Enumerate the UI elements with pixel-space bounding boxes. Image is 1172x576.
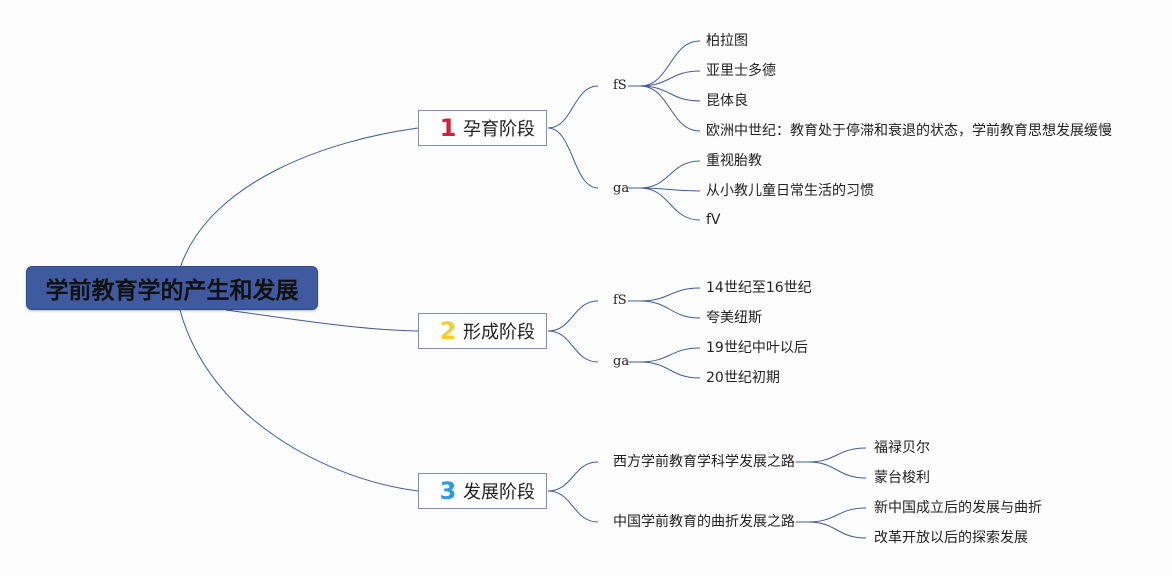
- leaf-link: [639, 361, 701, 379]
- group-label[interactable]: ga: [613, 181, 630, 196]
- leaf-link: [639, 187, 701, 221]
- stage-label-2: 形成阶段: [463, 322, 535, 343]
- stage-node-1[interactable]: 1 孕育阶段: [418, 110, 547, 146]
- stage-link: [547, 85, 599, 129]
- leaf-item[interactable]: 20世纪初期: [706, 370, 780, 386]
- leaf-link: [639, 40, 701, 87]
- group-label[interactable]: 西方学前教育学科学发展之路: [613, 454, 795, 470]
- root-node[interactable]: 学前教育学的产生和发展: [26, 266, 318, 310]
- leaf-item[interactable]: 昆体良: [706, 93, 748, 109]
- leaf-item[interactable]: 14世纪至16世纪: [706, 280, 812, 296]
- leaf-link: [639, 160, 701, 189]
- root-link-3: [179, 309, 419, 492]
- stage-link: [547, 490, 599, 523]
- leaf-item[interactable]: 福禄贝尔: [874, 440, 930, 456]
- group-label[interactable]: ga: [613, 354, 630, 369]
- leaf-link: [639, 287, 701, 302]
- group-label[interactable]: fS: [613, 78, 627, 93]
- leaf-item[interactable]: 重视胎教: [706, 153, 762, 169]
- leaf-item[interactable]: 从小教儿童日常生活的习惯: [706, 183, 874, 199]
- stage-link: [547, 461, 599, 492]
- root-link-2: [225, 309, 419, 332]
- leaf-item[interactable]: 欧洲中世纪：教育处于停滞和衰退的状态，学前教育思想发展缓慢: [706, 123, 1112, 139]
- group-label[interactable]: fS: [613, 293, 627, 308]
- leaf-item[interactable]: fV: [706, 212, 721, 228]
- group-label[interactable]: 中国学前教育的曲折发展之路: [613, 514, 795, 530]
- leaf-item[interactable]: 蒙台梭利: [874, 470, 930, 486]
- leaf-link: [807, 461, 867, 479]
- stage-node-2[interactable]: 2 形成阶段: [418, 313, 547, 349]
- leaf-link: [639, 187, 701, 192]
- root-link-1: [179, 127, 419, 269]
- stage-link: [547, 300, 599, 332]
- leaf-item[interactable]: 夸美纽斯: [706, 310, 762, 326]
- leaf-item[interactable]: 新中国成立后的发展与曲折: [874, 500, 1042, 516]
- leaf-link: [639, 300, 701, 319]
- leaf-link: [639, 70, 701, 87]
- leaf-link: [807, 447, 867, 463]
- leaf-link: [807, 507, 867, 523]
- stage-node-3[interactable]: 3 发展阶段: [418, 473, 547, 509]
- leaf-item[interactable]: 改革开放以后的探索发展: [874, 530, 1028, 546]
- leaf-link: [639, 85, 701, 132]
- stage-number-2: 2: [439, 317, 457, 345]
- leaf-item[interactable]: 19世纪中叶以后: [706, 340, 808, 356]
- leaf-item[interactable]: 亚里士多德: [706, 63, 776, 79]
- stage-number-3: 3: [439, 477, 457, 505]
- leaf-link: [807, 521, 867, 539]
- stage-link: [547, 127, 599, 189]
- leaf-item[interactable]: 柏拉图: [706, 33, 748, 49]
- root-title: 学前教育学的产生和发展: [45, 278, 299, 304]
- leaf-link: [639, 85, 701, 102]
- leaf-link: [639, 347, 701, 363]
- stage-label-1: 孕育阶段: [463, 119, 535, 140]
- stage-number-1: 1: [439, 114, 457, 142]
- stage-label-3: 发展阶段: [463, 482, 535, 503]
- stage-link: [547, 330, 599, 363]
